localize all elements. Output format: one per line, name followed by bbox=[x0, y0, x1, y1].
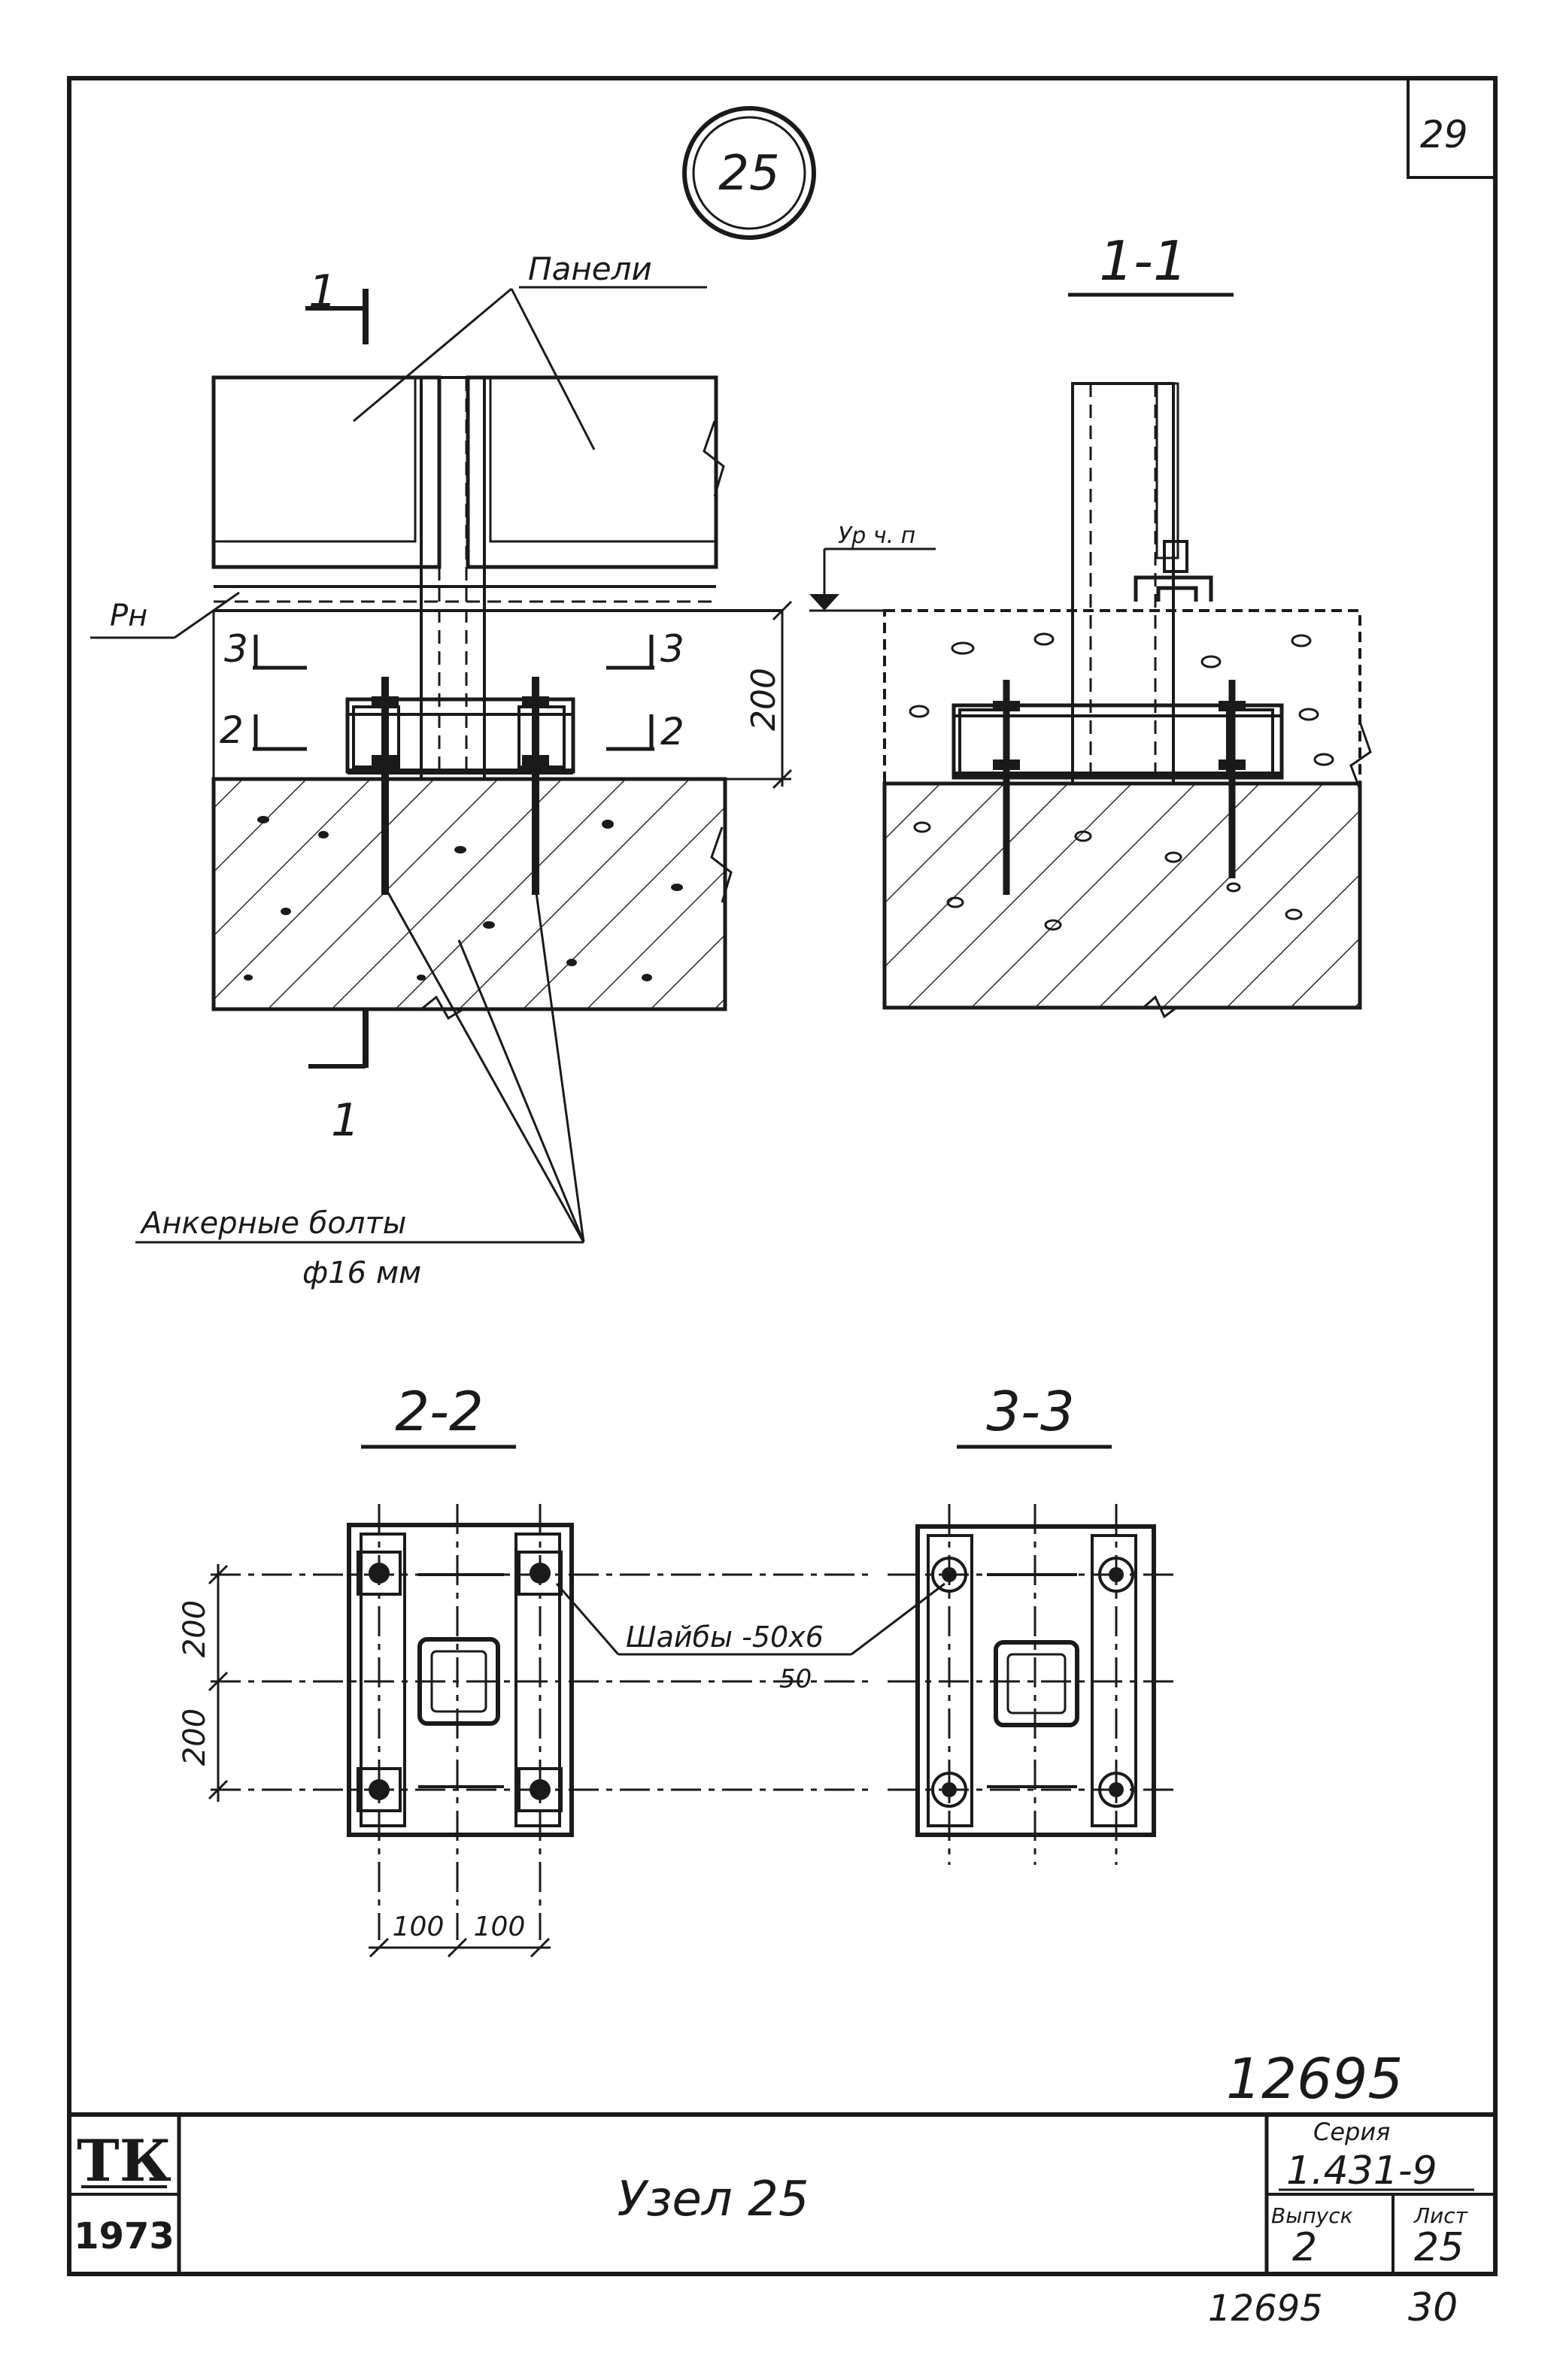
anchor-label-line2: ф16 мм bbox=[302, 1256, 421, 1290]
anchor-bolt-left bbox=[372, 677, 399, 895]
title-text: Узел 25 bbox=[617, 2172, 809, 2227]
section-3-3-title: 3-3 bbox=[986, 1380, 1075, 1443]
series-label: Серия bbox=[1313, 2118, 1390, 2146]
anchor-bolt-right bbox=[522, 677, 549, 895]
sheet-label: Лист bbox=[1413, 2203, 1468, 2228]
level-label: Ур ч. п bbox=[838, 523, 915, 549]
logo-top: ТК bbox=[77, 2127, 171, 2194]
section-mark-3-left: 3 bbox=[224, 627, 248, 671]
top-sheet-number: 29 bbox=[1420, 113, 1468, 156]
section-mark-2-right: 2 bbox=[660, 710, 684, 753]
issue-label: Выпуск bbox=[1271, 2203, 1353, 2228]
section-1-1-column bbox=[1071, 382, 1175, 785]
bottom-archive-number: 12695 bbox=[1208, 2288, 1323, 2330]
foundation-block bbox=[211, 777, 727, 1011]
section-3-3: 3-3 bbox=[888, 1380, 1181, 1865]
washer-label-line2: 50 bbox=[779, 1664, 812, 1694]
section-mark-3-right: 3 bbox=[660, 627, 684, 671]
section-2-2: 2-2 bbox=[178, 1380, 945, 1958]
top-sheet-box bbox=[1407, 78, 1495, 179]
panel-right bbox=[466, 375, 718, 569]
sheet-value: 25 bbox=[1414, 2225, 1464, 2270]
panels-label: Панели bbox=[528, 250, 652, 287]
section-1-1: 1-1 Ур ч. п bbox=[809, 229, 1372, 1019]
concrete-aggregate bbox=[244, 816, 683, 981]
rn-label: Рн bbox=[110, 599, 147, 633]
dim-v2: 200 bbox=[178, 1708, 212, 1766]
section-mark-bottom: 1 bbox=[331, 1094, 360, 1147]
dim-h2: 100 bbox=[474, 1912, 526, 1942]
archive-number: 12695 bbox=[1226, 2047, 1403, 2112]
section-mark-2-left: 2 bbox=[220, 708, 244, 752]
dim-h1: 100 bbox=[393, 1912, 445, 1942]
sheet-frame bbox=[67, 76, 1498, 2276]
main-view: Панели 1 1 Рн 3 3 2 2 200 bbox=[90, 250, 793, 1290]
issue-value: 2 bbox=[1292, 2225, 1317, 2270]
title-block: ТК 1973 Узел 25 Серия 1.431-9 Выпуск 2 Л… bbox=[69, 2112, 1495, 2274]
panel-left bbox=[211, 375, 442, 569]
washer-label-line1: Шайбы -50х6 bbox=[626, 1621, 824, 1654]
logo-bottom: 1973 bbox=[74, 2215, 175, 2257]
section-2-2-title: 2-2 bbox=[395, 1380, 484, 1443]
column bbox=[420, 376, 486, 781]
section-1-1-foundation bbox=[882, 781, 1362, 1010]
section-1-1-grout bbox=[883, 609, 1361, 785]
node-circle: 25 bbox=[682, 106, 816, 240]
series-value: 1.431-9 bbox=[1286, 2148, 1437, 2194]
anchor-label-line1: Анкерные болты bbox=[139, 1206, 406, 1241]
node-circle-label: 25 bbox=[718, 146, 779, 202]
plate-2-2 bbox=[347, 1523, 574, 1837]
dimension-height: 200 bbox=[745, 668, 783, 731]
section-1-1-title: 1-1 bbox=[1099, 229, 1188, 293]
dim-v1: 200 bbox=[178, 1600, 212, 1657]
bottom-page-number: 30 bbox=[1408, 2285, 1458, 2330]
column-tube-3-3 bbox=[994, 1640, 1079, 1727]
